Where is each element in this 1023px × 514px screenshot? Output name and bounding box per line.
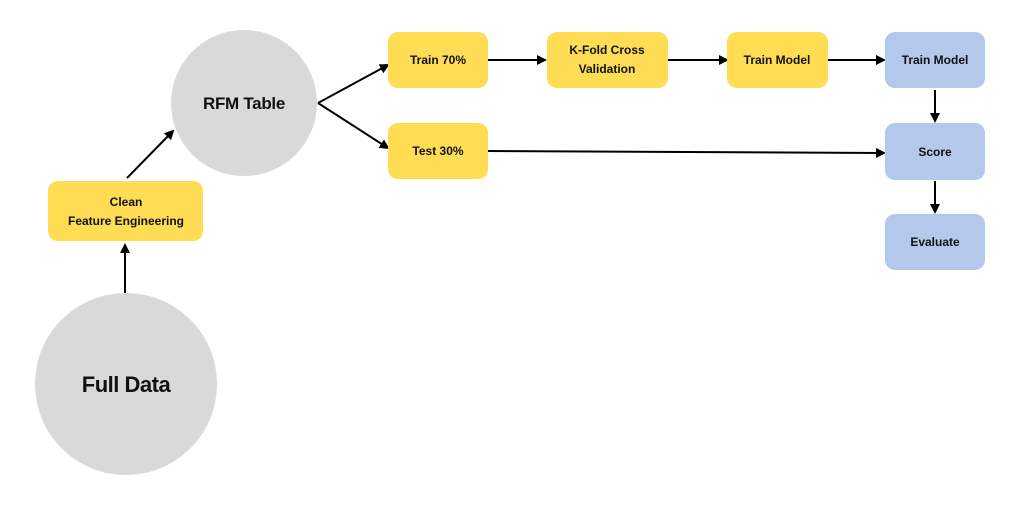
train-model-blue-label: Train Model — [902, 53, 969, 67]
clean-label-line2: Feature Engineering — [68, 214, 184, 228]
train-split-box — [388, 32, 488, 88]
score-label: Score — [918, 145, 952, 159]
train-model-yellow-node: Train Model — [727, 32, 828, 88]
arrow-test-to-score — [487, 147, 886, 158]
score-box — [885, 123, 985, 180]
clean-label-line1: Clean — [110, 195, 143, 209]
train-model-yellow-box — [727, 32, 828, 88]
train-split-label: Train 70% — [410, 53, 466, 67]
arrow-clean-to-rfm — [126, 129, 175, 179]
train-split-node: Train 70% — [388, 32, 488, 88]
full-data-node: Full Data — [35, 293, 217, 475]
train-model-blue-box — [885, 32, 985, 88]
kfold-label-line1: K-Fold Cross — [569, 43, 645, 57]
evaluate-label: Evaluate — [910, 235, 960, 249]
kfold-box — [547, 32, 668, 88]
arrow-rfm-to-train — [317, 64, 390, 104]
kfold-node: K-Fold Cross Validation — [547, 32, 668, 88]
rfm-table-circle — [171, 30, 317, 176]
kfold-label-line2: Validation — [579, 62, 636, 76]
rfm-table-node: RFM Table — [171, 30, 317, 176]
clean-box — [48, 181, 203, 241]
full-data-circle — [35, 293, 217, 475]
score-node: Score — [885, 123, 985, 180]
arrow-rfm-to-test — [317, 102, 390, 150]
evaluate-node: Evaluate — [885, 214, 985, 270]
clean-node: Clean Feature Engineering — [48, 181, 203, 241]
evaluate-box — [885, 214, 985, 270]
full-data-label: Full Data — [82, 372, 172, 397]
rfm-table-label: RFM Table — [203, 94, 285, 113]
test-split-label: Test 30% — [412, 144, 463, 158]
train-model-yellow-label: Train Model — [744, 53, 811, 67]
test-split-box — [388, 123, 488, 179]
test-split-node: Test 30% — [388, 123, 488, 179]
train-model-blue-node: Train Model — [885, 32, 985, 88]
connectors — [120, 55, 940, 293]
